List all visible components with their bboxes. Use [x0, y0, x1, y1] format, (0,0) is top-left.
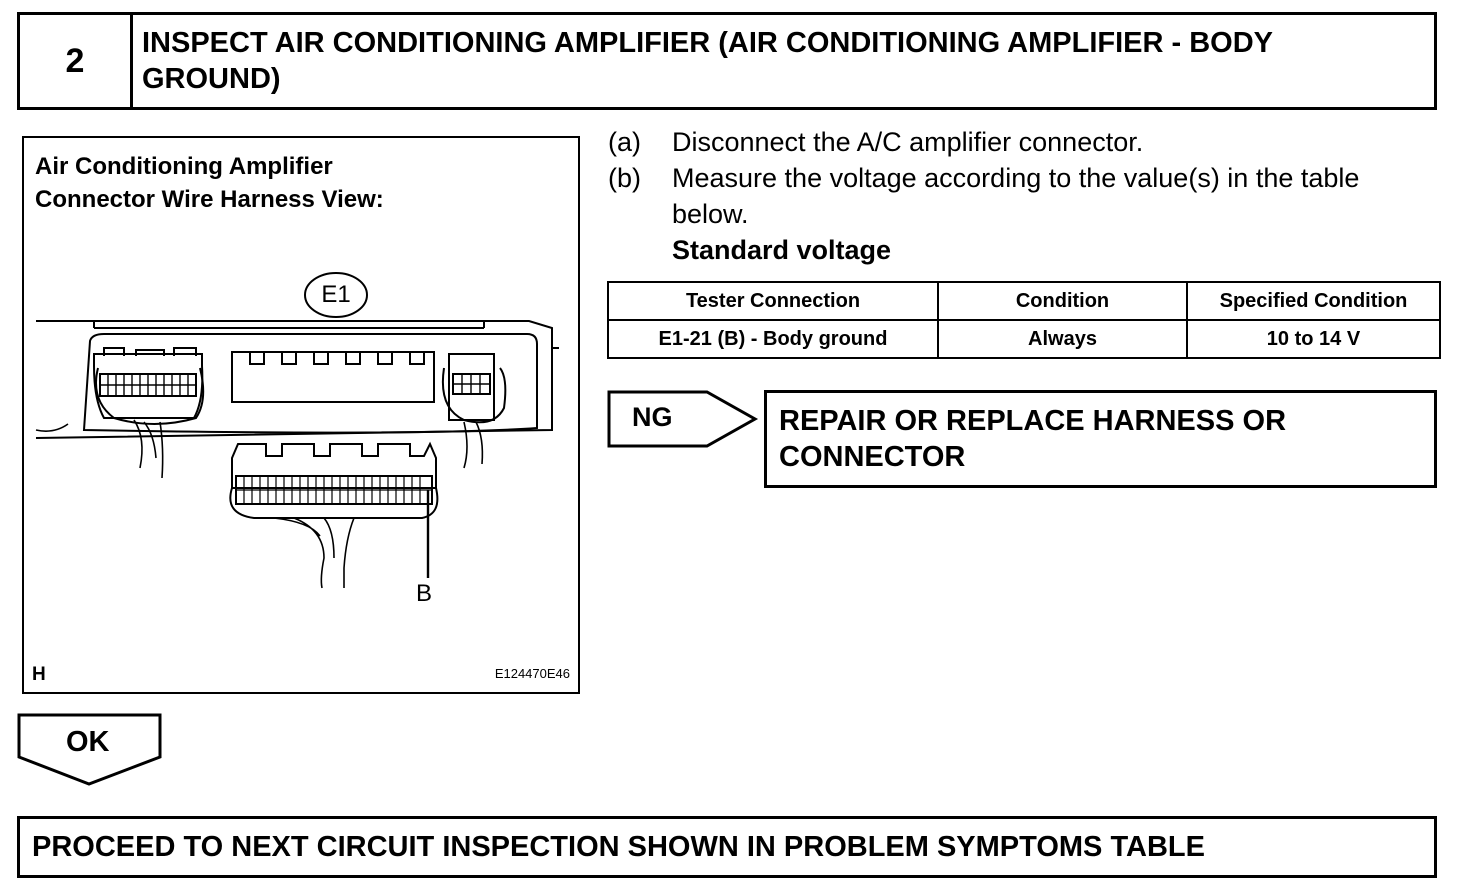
connector-callout-ellipse: [304, 272, 368, 318]
standard-voltage-label: Standard voltage: [672, 235, 892, 265]
ng-action-box: REPAIR OR REPLACE HARNESS OR CONNECTOR: [764, 390, 1437, 488]
amplifier-connector-housing: [82, 333, 538, 434]
instruction-a: (a) Disconnect the A/C amplifier connect…: [608, 124, 1438, 160]
figure-caption: Air Conditioning Amplifier Connector Wir…: [35, 153, 384, 213]
instructions: (a) Disconnect the A/C amplifier connect…: [608, 124, 1438, 268]
ng-label: NG: [632, 402, 673, 432]
ok-arrow-icon: [17, 713, 162, 786]
step-number: 2: [20, 15, 133, 107]
table-cell: 10 to 14 V: [1186, 319, 1441, 359]
table-cell: Always: [937, 319, 1188, 359]
ok-label: OK: [66, 726, 110, 758]
table-header-row: Tester Connection Condition Specified Co…: [607, 281, 1441, 321]
table-header: Specified Condition: [1186, 281, 1441, 321]
table-cell: E1-21 (B) - Body ground: [607, 319, 939, 359]
pin-label-b: B: [416, 580, 433, 607]
table-header: Tester Connection: [607, 281, 939, 321]
instruction-text: Measure the voltage according to the val…: [672, 163, 1360, 229]
figure-code: E124470E46: [494, 666, 570, 681]
middle-connector: [231, 351, 435, 403]
right-wire-bundle: [463, 421, 484, 469]
instruction-text: Disconnect the A/C amplifier connector.: [672, 127, 1144, 157]
left-wire-bundle: [133, 419, 164, 479]
connector-figure: Air Conditioning Amplifier Connector Wir…: [22, 136, 580, 694]
step-header: 2 INSPECT AIR CONDITIONING AMPLIFIER (AI…: [17, 12, 1437, 110]
amplifier-connector-illustration: [35, 272, 559, 589]
bottom-wire-bundle: [273, 517, 355, 589]
ng-arrow-icon: [607, 390, 759, 448]
table-header: Condition: [937, 281, 1188, 321]
left-connector-pins: [100, 374, 196, 396]
loose-connector-housing: [231, 441, 437, 489]
table-row: E1-21 (B) - Body ground Always 10 to 14 …: [607, 319, 1441, 359]
figure-corner-mark: H: [32, 664, 46, 685]
spec-table: Tester Connection Condition Specified Co…: [607, 281, 1441, 359]
instruction-b: (b) Measure the voltage according to the…: [608, 160, 1438, 232]
step-title: INSPECT AIR CONDITIONING AMPLIFIER (AIR …: [142, 27, 1273, 95]
connector-label-e1: E1: [321, 281, 351, 308]
ok-action-box: PROCEED TO NEXT CIRCUIT INSPECTION SHOWN…: [17, 816, 1437, 878]
instruction-letter: (b): [608, 163, 641, 193]
instruction-letter: (a): [608, 127, 641, 157]
loose-connector-pins: [236, 476, 432, 504]
